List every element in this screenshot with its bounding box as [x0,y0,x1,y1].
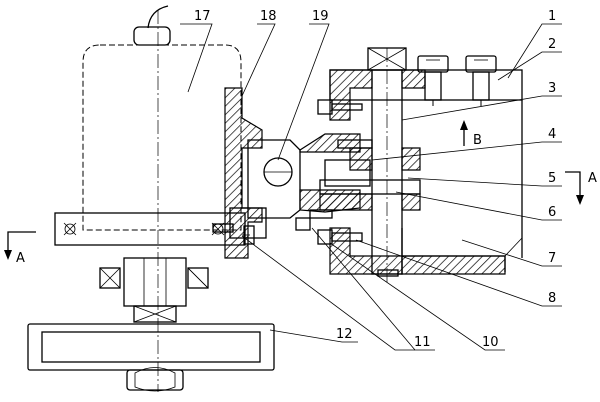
section-arrow-left: A [4,231,36,266]
label-5: 5 [548,171,556,186]
coupling-block [123,257,187,307]
label-11: 11 [414,335,431,350]
top-bolts [417,55,497,108]
label-2: 2 [548,37,556,52]
motor-body [54,5,246,246]
label-12: 12 [336,327,353,342]
leaders [180,23,562,351]
section-label-right: A [588,171,597,186]
label-19: 19 [312,9,329,24]
view-arrow-b: B [460,120,482,148]
base-frame [27,323,275,392]
label-17: 17 [194,9,211,24]
cable-gland [133,26,171,46]
motor-housing [82,44,242,231]
label-7: 7 [548,251,556,266]
central-shaft [367,47,407,282]
gear-block [319,139,421,211]
section-label-left: A [16,251,25,266]
label-8: 8 [548,291,556,306]
label-3: 3 [548,81,556,96]
side-bolts [212,99,363,245]
label-18: 18 [260,9,277,24]
label-1: 1 [548,9,556,24]
motor-cable [147,5,169,29]
section-arrow-right: A [565,171,597,205]
label-6: 6 [548,205,556,220]
bolt-head-left [64,223,76,235]
label-10: 10 [482,335,499,350]
eccentric-shaft [324,159,371,187]
part-labels: 17 18 19 1 2 3 4 5 6 7 8 10 11 12 [194,9,556,350]
lower-coupling [99,257,209,323]
label-4: 4 [548,127,556,142]
view-label-b: B [473,133,482,148]
